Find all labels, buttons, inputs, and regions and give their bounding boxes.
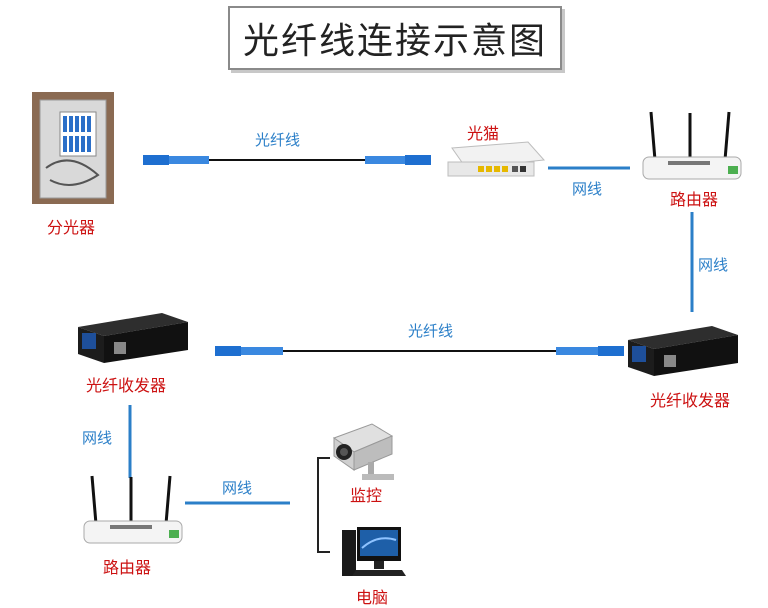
label-computer: 电脑	[356, 588, 389, 607]
router-top-image	[642, 111, 742, 180]
fiber-cable-middle	[215, 346, 624, 356]
label-camera: 监控	[350, 486, 383, 505]
label-fiber-middle: 光纤线	[408, 322, 454, 340]
diagram-title: 光纤线连接示意图	[242, 21, 547, 62]
fiber-cable-top	[143, 155, 431, 165]
label-modem: 光猫	[467, 124, 500, 143]
label-fiber-top: 光纤线	[255, 131, 301, 149]
label-cable-router-devices: 网线	[222, 479, 253, 497]
computer-image	[342, 527, 406, 576]
title-box: 光纤线连接示意图	[228, 6, 562, 70]
camera-image	[332, 423, 394, 480]
label-router-top: 路由器	[670, 190, 719, 209]
router-bottom-image	[83, 475, 183, 544]
device-bracket	[317, 457, 330, 553]
label-transceiver-right: 光纤收发器	[650, 391, 731, 410]
optical-modem-image	[447, 141, 546, 177]
transceiver-right-image	[628, 326, 738, 376]
label-splitter: 分光器	[47, 218, 96, 237]
label-transceiver-left: 光纤收发器	[86, 376, 167, 395]
label-router-bottom: 路由器	[103, 558, 152, 577]
label-cable-transceiver-router: 网线	[82, 429, 113, 447]
label-cable-router-transceiver: 网线	[698, 256, 729, 274]
label-cable-modem-router: 网线	[572, 180, 603, 198]
transceiver-left-image	[78, 313, 188, 363]
splitter-box-image	[32, 92, 114, 204]
